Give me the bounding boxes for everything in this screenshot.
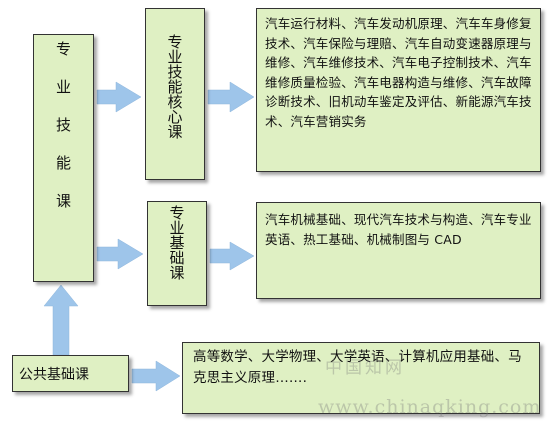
core-course-label: 专业技能核心课 — [167, 35, 182, 140]
main-course-char-3: 技 — [55, 116, 71, 134]
node-basic-course: 专业基础课 — [147, 201, 207, 306]
basic-course-char-1: 专 — [169, 204, 185, 222]
basic-detail-text: 汽车机械基础、现代汽车技术与构造、汽车专业英语、热工基础、机械制图与 CAD — [265, 212, 532, 247]
core-detail-text: 汽车运行材料、汽车发动机原理、汽车车身修复技术、汽车保险与理赔、汽车自动变速器原… — [265, 16, 532, 129]
node-core-detail: 汽车运行材料、汽车发动机原理、汽车车身修复技术、汽车保险与理赔、汽车自动变速器原… — [256, 8, 541, 172]
basic-course-char-5: 课 — [169, 264, 185, 282]
node-basic-detail: 汽车机械基础、现代汽车技术与构造、汽车专业英语、热工基础、机械制图与 CAD — [256, 202, 541, 299]
main-course-char-1: 专 — [55, 40, 71, 58]
node-core-course: 专业技能核心课 — [145, 8, 205, 180]
core-course-char-6: 心 — [167, 108, 183, 126]
node-main-course: 专 业 技 能 课 — [33, 34, 94, 282]
main-course-char-2: 业 — [55, 78, 71, 96]
core-course-char-1: 专 — [167, 33, 183, 51]
main-course-char-5: 课 — [55, 192, 71, 210]
node-public-detail: 高等数学、大学物理、大学英语、计算机应用基础、马克思主义原理……. — [182, 342, 540, 414]
arrow-main-to-core — [96, 81, 142, 113]
core-course-char-5: 核 — [167, 93, 183, 111]
public-detail-text: 高等数学、大学物理、大学英语、计算机应用基础、马克思主义原理……. — [193, 349, 522, 386]
node-public-course: 公共基础课 — [12, 355, 129, 392]
core-course-char-2: 业 — [167, 48, 183, 66]
arrow-public-to-detail — [131, 360, 181, 392]
core-course-char-7: 课 — [167, 123, 183, 141]
arrow-main-to-basic — [96, 238, 144, 270]
arrow-public-to-main — [43, 284, 79, 356]
main-course-char-4: 能 — [55, 154, 71, 172]
basic-course-char-2: 业 — [169, 219, 185, 237]
arrow-basic-to-detail — [209, 241, 255, 271]
basic-course-label: 专业基础课 — [169, 206, 184, 281]
arrow-core-to-detail — [207, 81, 255, 113]
basic-course-char-3: 基 — [169, 234, 185, 252]
core-course-char-3: 技 — [167, 63, 183, 81]
basic-course-char-4: 础 — [169, 249, 185, 267]
public-course-label: 公共基础课 — [19, 366, 89, 383]
core-course-char-4: 能 — [167, 78, 183, 96]
